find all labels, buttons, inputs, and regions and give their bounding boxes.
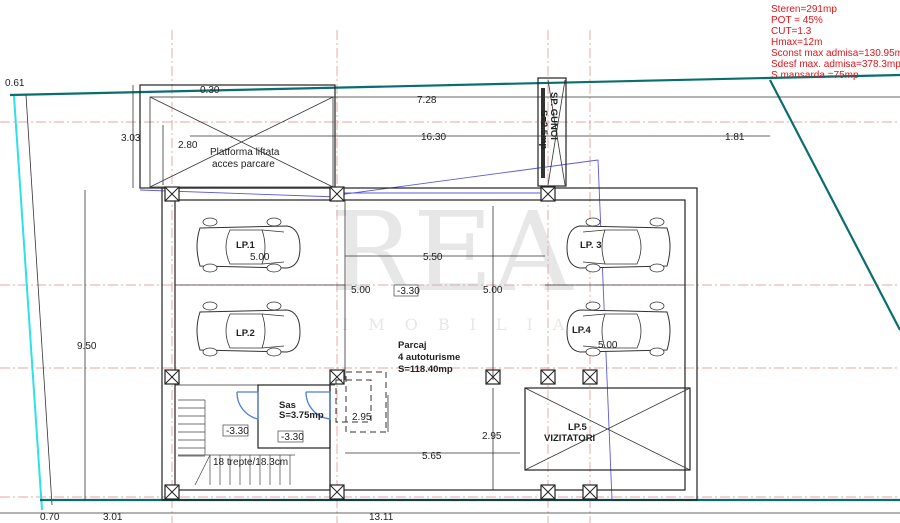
svg-text:LP.5: LP.5 bbox=[568, 422, 588, 433]
spot-lp3-label: LP. 3 bbox=[580, 240, 601, 251]
svg-text:SP. GUNOI: SP. GUNOI bbox=[548, 92, 559, 140]
platform-label: Platforma liftata bbox=[210, 147, 280, 158]
svg-text:0.70: 0.70 bbox=[40, 512, 60, 523]
column bbox=[540, 186, 556, 202]
svg-text:3.03: 3.03 bbox=[121, 133, 141, 144]
car-icon bbox=[196, 301, 301, 357]
note-steren: Steren=291mp bbox=[771, 4, 837, 15]
svg-text:2.95: 2.95 bbox=[482, 431, 502, 442]
parking-capacity: 4 autoturisme bbox=[398, 352, 460, 363]
urban-indicators-notes: Steren=291mp POT = 45% CUT=1.3 Hmax=12m … bbox=[771, 4, 900, 81]
sas-area: S=3.75mp bbox=[279, 410, 324, 421]
dimension-lines bbox=[0, 85, 900, 514]
parking-area: S=118.40mp bbox=[398, 364, 453, 375]
column bbox=[540, 369, 556, 385]
platform-label-2: acces parcare bbox=[212, 159, 275, 170]
svg-text:5.00: 5.00 bbox=[483, 285, 503, 296]
columns bbox=[164, 186, 598, 500]
parking-label: Parcaj bbox=[398, 340, 427, 351]
car-icon bbox=[566, 301, 671, 357]
svg-text:7.28: 7.28 bbox=[417, 95, 437, 106]
column bbox=[164, 186, 180, 202]
svg-text:2.95: 2.95 bbox=[352, 412, 372, 423]
note-cut: CUT=1.3 bbox=[771, 26, 812, 37]
note-sdesf: Sdesf max. admisa=378.3mp bbox=[771, 59, 900, 70]
doors bbox=[236, 391, 331, 420]
column bbox=[329, 186, 345, 202]
car-icon bbox=[196, 217, 301, 273]
svg-text:16.30: 16.30 bbox=[421, 132, 446, 143]
watermark: REA IMOBILIAR bbox=[330, 188, 616, 334]
level-parking: -3.30 bbox=[397, 286, 420, 297]
column bbox=[164, 484, 180, 500]
column bbox=[329, 369, 345, 385]
svg-text:5.00: 5.00 bbox=[250, 252, 270, 263]
column bbox=[582, 369, 598, 385]
note-sconst: Sconst max admisa=130.95mp bbox=[771, 48, 900, 59]
svg-text:IMOBILIAR: IMOBILIAR bbox=[342, 315, 616, 334]
spot-lp1-label: LP.1 bbox=[236, 240, 256, 251]
note-pot: POT = 45% bbox=[771, 15, 823, 26]
parking-spots bbox=[196, 217, 671, 357]
svg-text:13.11: 13.11 bbox=[369, 512, 394, 523]
column bbox=[540, 484, 556, 500]
svg-text:0.30: 0.30 bbox=[200, 85, 220, 96]
svg-text:2.80: 2.80 bbox=[178, 140, 198, 151]
svg-text:1.81: 1.81 bbox=[725, 132, 745, 143]
svg-text:5.00: 5.00 bbox=[598, 340, 618, 351]
spot-lp2-label: LP.2 bbox=[236, 328, 255, 339]
svg-text:S=2.5mp: S=2.5mp bbox=[538, 110, 549, 150]
svg-text:5.00: 5.00 bbox=[351, 285, 371, 296]
note-hmax: Hmax=12m bbox=[771, 37, 822, 48]
svg-text:REA: REA bbox=[330, 188, 574, 316]
svg-text:9.50: 9.50 bbox=[77, 341, 97, 352]
svg-text:5.50: 5.50 bbox=[423, 252, 443, 263]
lift-platform: Platforma liftata acces parcare bbox=[139, 84, 336, 189]
sas-label: Sas bbox=[279, 400, 296, 411]
ramp-outline bbox=[335, 371, 387, 433]
level-stairs: -3.30 bbox=[226, 426, 249, 437]
svg-text:5.65: 5.65 bbox=[422, 451, 442, 462]
note-mansarda: S mansarda =75mp bbox=[771, 70, 859, 81]
svg-text:VIZITATORI: VIZITATORI bbox=[544, 433, 595, 444]
visitor-spot: LP.5 VIZITATORI bbox=[524, 387, 691, 471]
garbage-room: SP. GUNOI S=2.5mp bbox=[537, 77, 567, 187]
column bbox=[582, 484, 598, 500]
staircase bbox=[178, 399, 295, 486]
stairs-label: 18 trepte/18.3cm bbox=[213, 457, 288, 468]
spot-lp4-label: LP.4 bbox=[572, 325, 592, 336]
svg-text:0.61: 0.61 bbox=[5, 78, 25, 89]
car-icon bbox=[566, 217, 671, 273]
column bbox=[164, 369, 180, 385]
column bbox=[329, 484, 345, 500]
level-sas: -3.30 bbox=[281, 432, 304, 443]
svg-text:3.01: 3.01 bbox=[103, 512, 123, 523]
dimension-labels: 0.61 0.30 7.28 3.03 2.80 16.30 1.81 9.50… bbox=[5, 78, 745, 523]
grid-axes bbox=[0, 30, 900, 523]
